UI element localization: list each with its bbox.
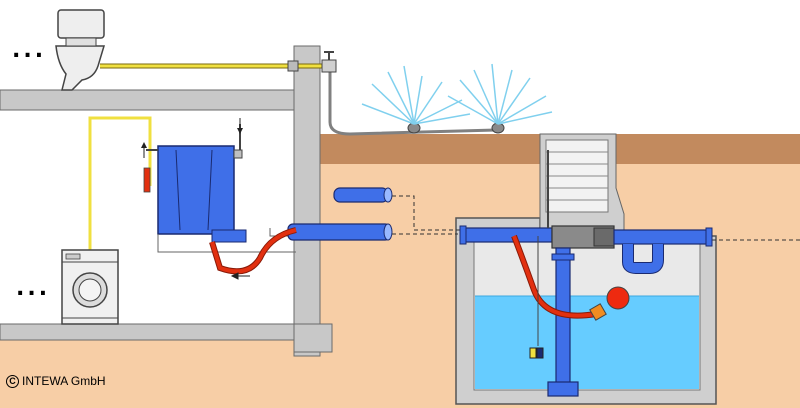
overflow-line: [157, 234, 296, 253]
ellipsis-bottom: ...: [16, 276, 51, 301]
soil-layer-lower: [0, 340, 320, 408]
flow-arrow-icon: [237, 118, 243, 134]
cistern-tank: [455, 133, 717, 405]
washer-supply-line: [88, 116, 152, 250]
ellipsis-top: ...: [12, 38, 47, 63]
copyright-icon: C: [6, 374, 19, 388]
flow-arrow-icon: [230, 272, 250, 280]
garden-irrigation: [328, 63, 553, 136]
sprinkler-icon: [447, 63, 553, 134]
pump-icon: [547, 381, 579, 397]
filter-unit: [551, 225, 615, 249]
wall-foundation: [293, 323, 333, 353]
washing-machine-icon: [61, 249, 119, 325]
rain-inlet-pipe: [333, 187, 393, 203]
wall-valve: [287, 60, 299, 72]
control-unit-icon: [143, 124, 247, 243]
outer-wall: [293, 45, 321, 357]
water: [475, 296, 699, 389]
drain-connection-pipe: [287, 223, 393, 241]
copyright-notice: C INTEWA GmbH: [6, 374, 106, 388]
float-switch-icon: [589, 286, 630, 321]
building: [0, 45, 333, 357]
level-sensor: [529, 236, 544, 359]
garden-hose: [328, 66, 497, 136]
sprinkler-icon: [361, 65, 471, 134]
copyright-text: INTEWA GmbH: [22, 374, 106, 388]
upper-floor-slab: [0, 89, 321, 111]
flow-arrow-icon: [141, 142, 147, 158]
tap-valve-icon: [321, 51, 337, 73]
toilet-icon: [55, 9, 106, 91]
overflow-siphon: [613, 227, 713, 274]
buried-feed-line: [392, 195, 460, 231]
basement-floor: [0, 323, 321, 341]
